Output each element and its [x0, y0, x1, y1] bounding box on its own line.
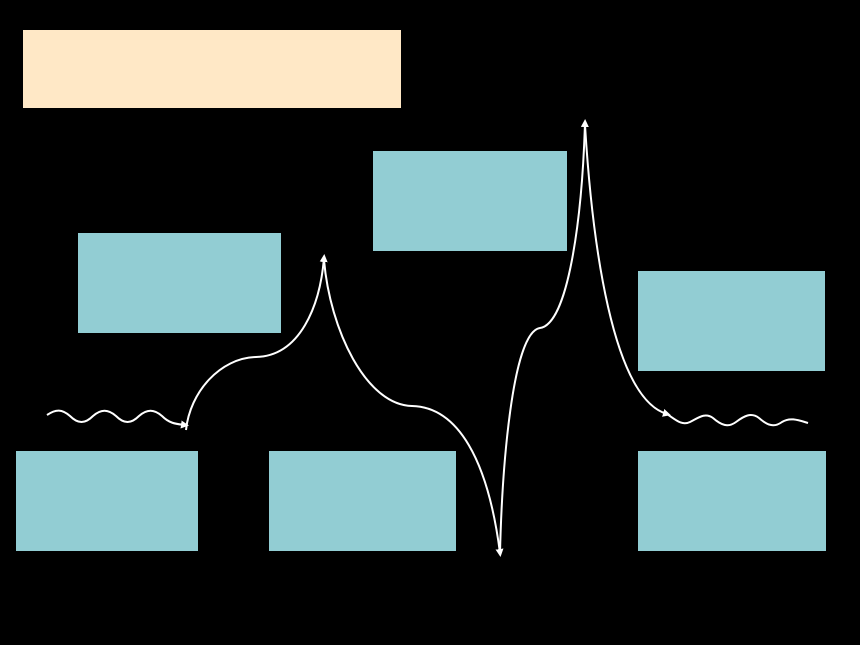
- label-box-middle-right: [638, 271, 825, 371]
- title-box: [23, 30, 401, 108]
- label-box-upper-middle: [373, 151, 567, 251]
- label-box-lower-right: [638, 451, 826, 551]
- right-wavy-line: [666, 413, 809, 427]
- left-wavy-line: [46, 409, 189, 429]
- label-box-upper-left: [78, 233, 281, 333]
- label-box-lower-left: [16, 451, 198, 551]
- label-box-lower-middle: [269, 451, 456, 551]
